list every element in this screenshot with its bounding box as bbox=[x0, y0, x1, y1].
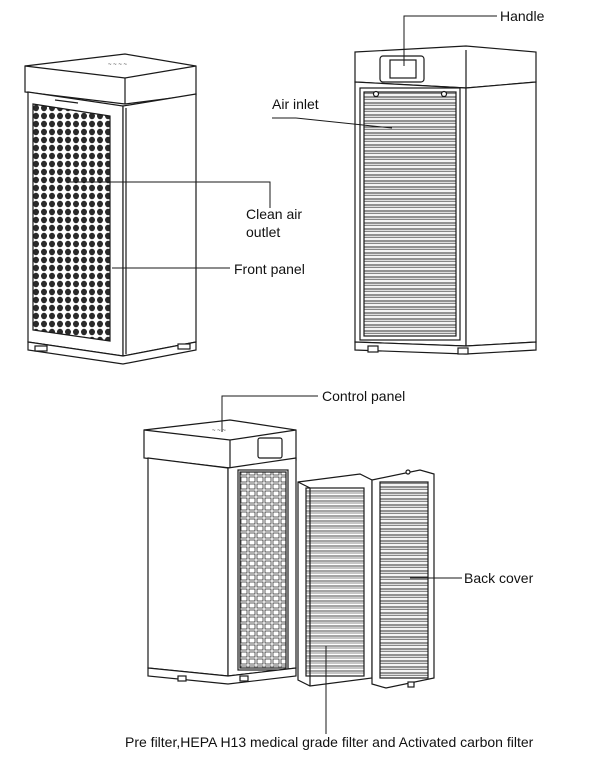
back-cover-label: Back cover bbox=[464, 570, 534, 586]
handle-label: Handle bbox=[500, 8, 545, 24]
clean-air-label-line2: outlet bbox=[246, 224, 281, 240]
air-inlet-callout-line bbox=[295, 117, 393, 129]
callout-lines bbox=[70, 15, 497, 734]
clean-air-label-line1: Clean air bbox=[246, 206, 303, 222]
clean-air-callout-line bbox=[70, 181, 271, 208]
front-view-unit: ~ ~ ~ ~ bbox=[24, 53, 197, 365]
control-panel-callout-line bbox=[221, 395, 318, 432]
exploded-view-unit: ~ ~ ~ bbox=[143, 419, 435, 689]
handle-callout-line bbox=[403, 15, 497, 66]
back-view-unit bbox=[354, 45, 537, 355]
filters-label: Pre filter,HEPA H13 medical grade filter… bbox=[125, 734, 534, 750]
svg-text:~ ~ ~: ~ ~ ~ bbox=[212, 428, 226, 434]
air-inlet-label: Air inlet bbox=[272, 96, 319, 112]
front-panel-label: Front panel bbox=[234, 261, 305, 277]
control-panel-label: Control panel bbox=[322, 388, 406, 404]
svg-text:~ ~ ~ ~: ~ ~ ~ ~ bbox=[108, 62, 128, 68]
